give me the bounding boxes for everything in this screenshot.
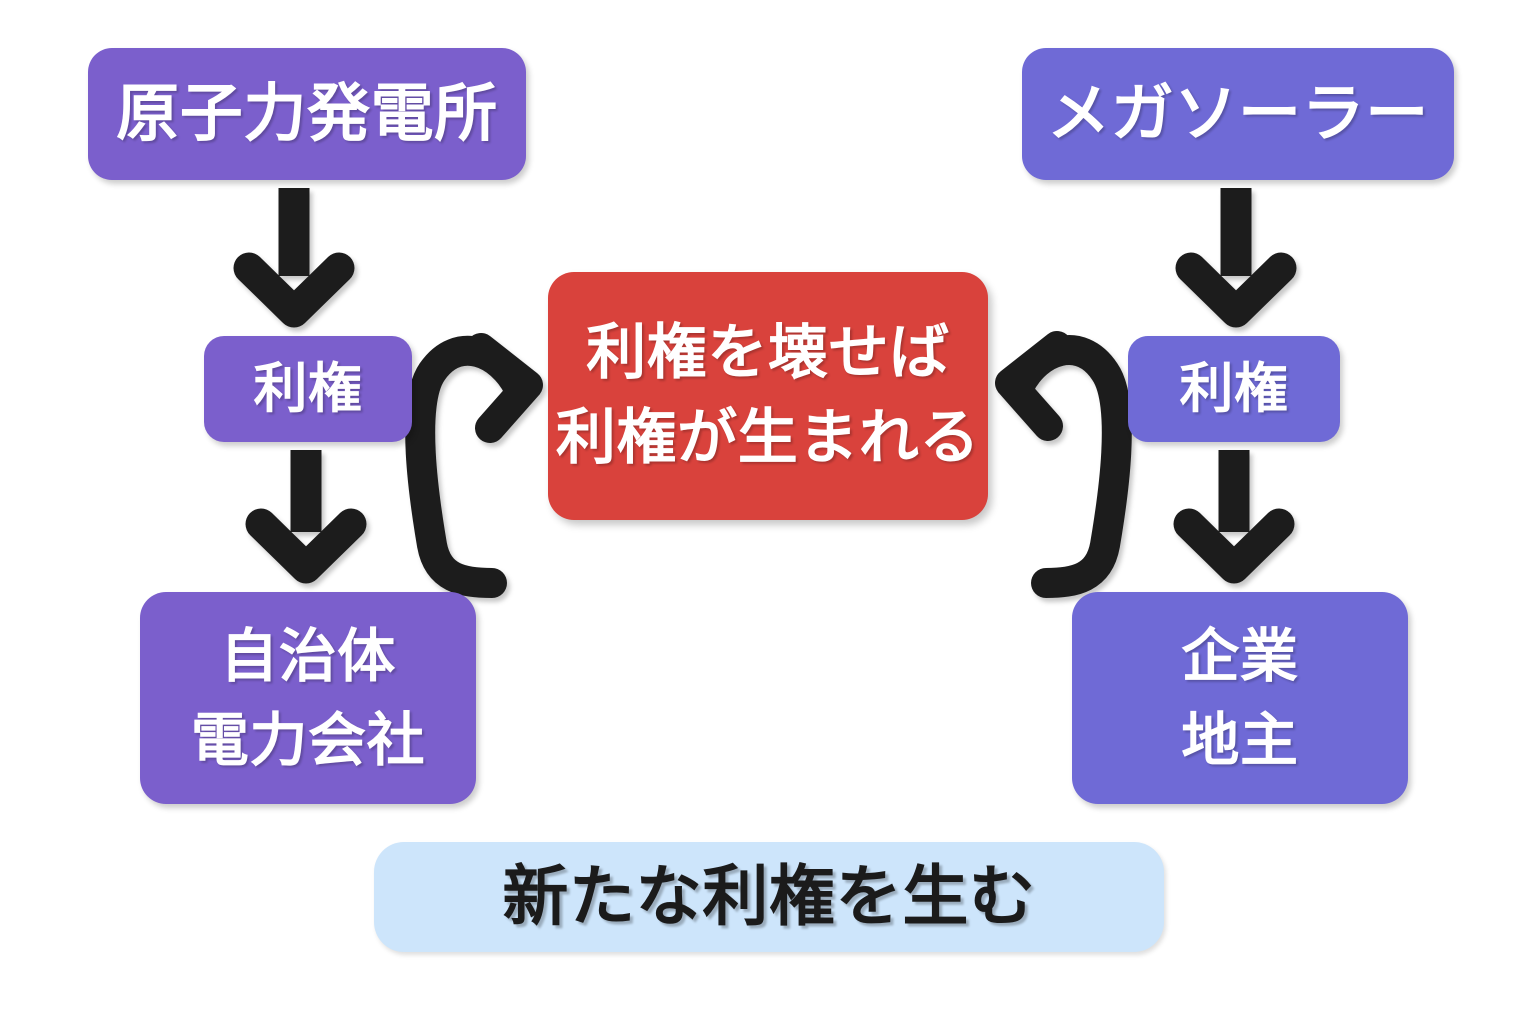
arrow-interest-right-to-companies [1173, 450, 1295, 584]
arrow-nuclear-plant-to-interest-left [233, 188, 355, 328]
node-center-statement-line2: 利権が生まれる [555, 403, 981, 473]
arrow-loop-left-into-center [405, 333, 543, 598]
node-new-interest-banner-label: 新たな利権を生む [502, 858, 1036, 936]
node-mega-solar-label: メガソーラー [1047, 76, 1429, 150]
arrow-mega-solar-to-interest-right [1175, 188, 1297, 328]
node-mega-solar[interactable]: メガソーラー [1022, 48, 1454, 180]
node-interest-left[interactable]: 利権 [204, 336, 412, 442]
node-new-interest-banner[interactable]: 新たな利権を生む [374, 842, 1164, 952]
arrow-loop-right-into-center [995, 331, 1132, 598]
node-companies-label-line1: 企業 [1181, 621, 1299, 690]
node-companies[interactable]: 企業 地主 [1072, 592, 1408, 804]
node-municipality[interactable]: 自治体 電力会社 [140, 592, 476, 804]
arrow-interest-left-to-municipality [245, 450, 367, 584]
node-interest-right[interactable]: 利権 [1128, 336, 1340, 442]
node-nuclear-plant[interactable]: 原子力発電所 [88, 48, 526, 180]
node-interest-right-label: 利権 [1179, 357, 1289, 421]
node-interest-left-label: 利権 [253, 357, 363, 421]
node-municipality-label-line1: 自治体 [220, 621, 396, 690]
node-center-statement-line1: 利権を壊せば [586, 318, 950, 389]
node-municipality-label-line2: 電力会社 [190, 706, 426, 774]
node-companies-label-line2: 地主 [1181, 706, 1299, 774]
node-nuclear-plant-label: 原子力発電所 [116, 76, 498, 150]
node-center-statement[interactable]: 利権を壊せば 利権が生まれる [548, 272, 988, 520]
